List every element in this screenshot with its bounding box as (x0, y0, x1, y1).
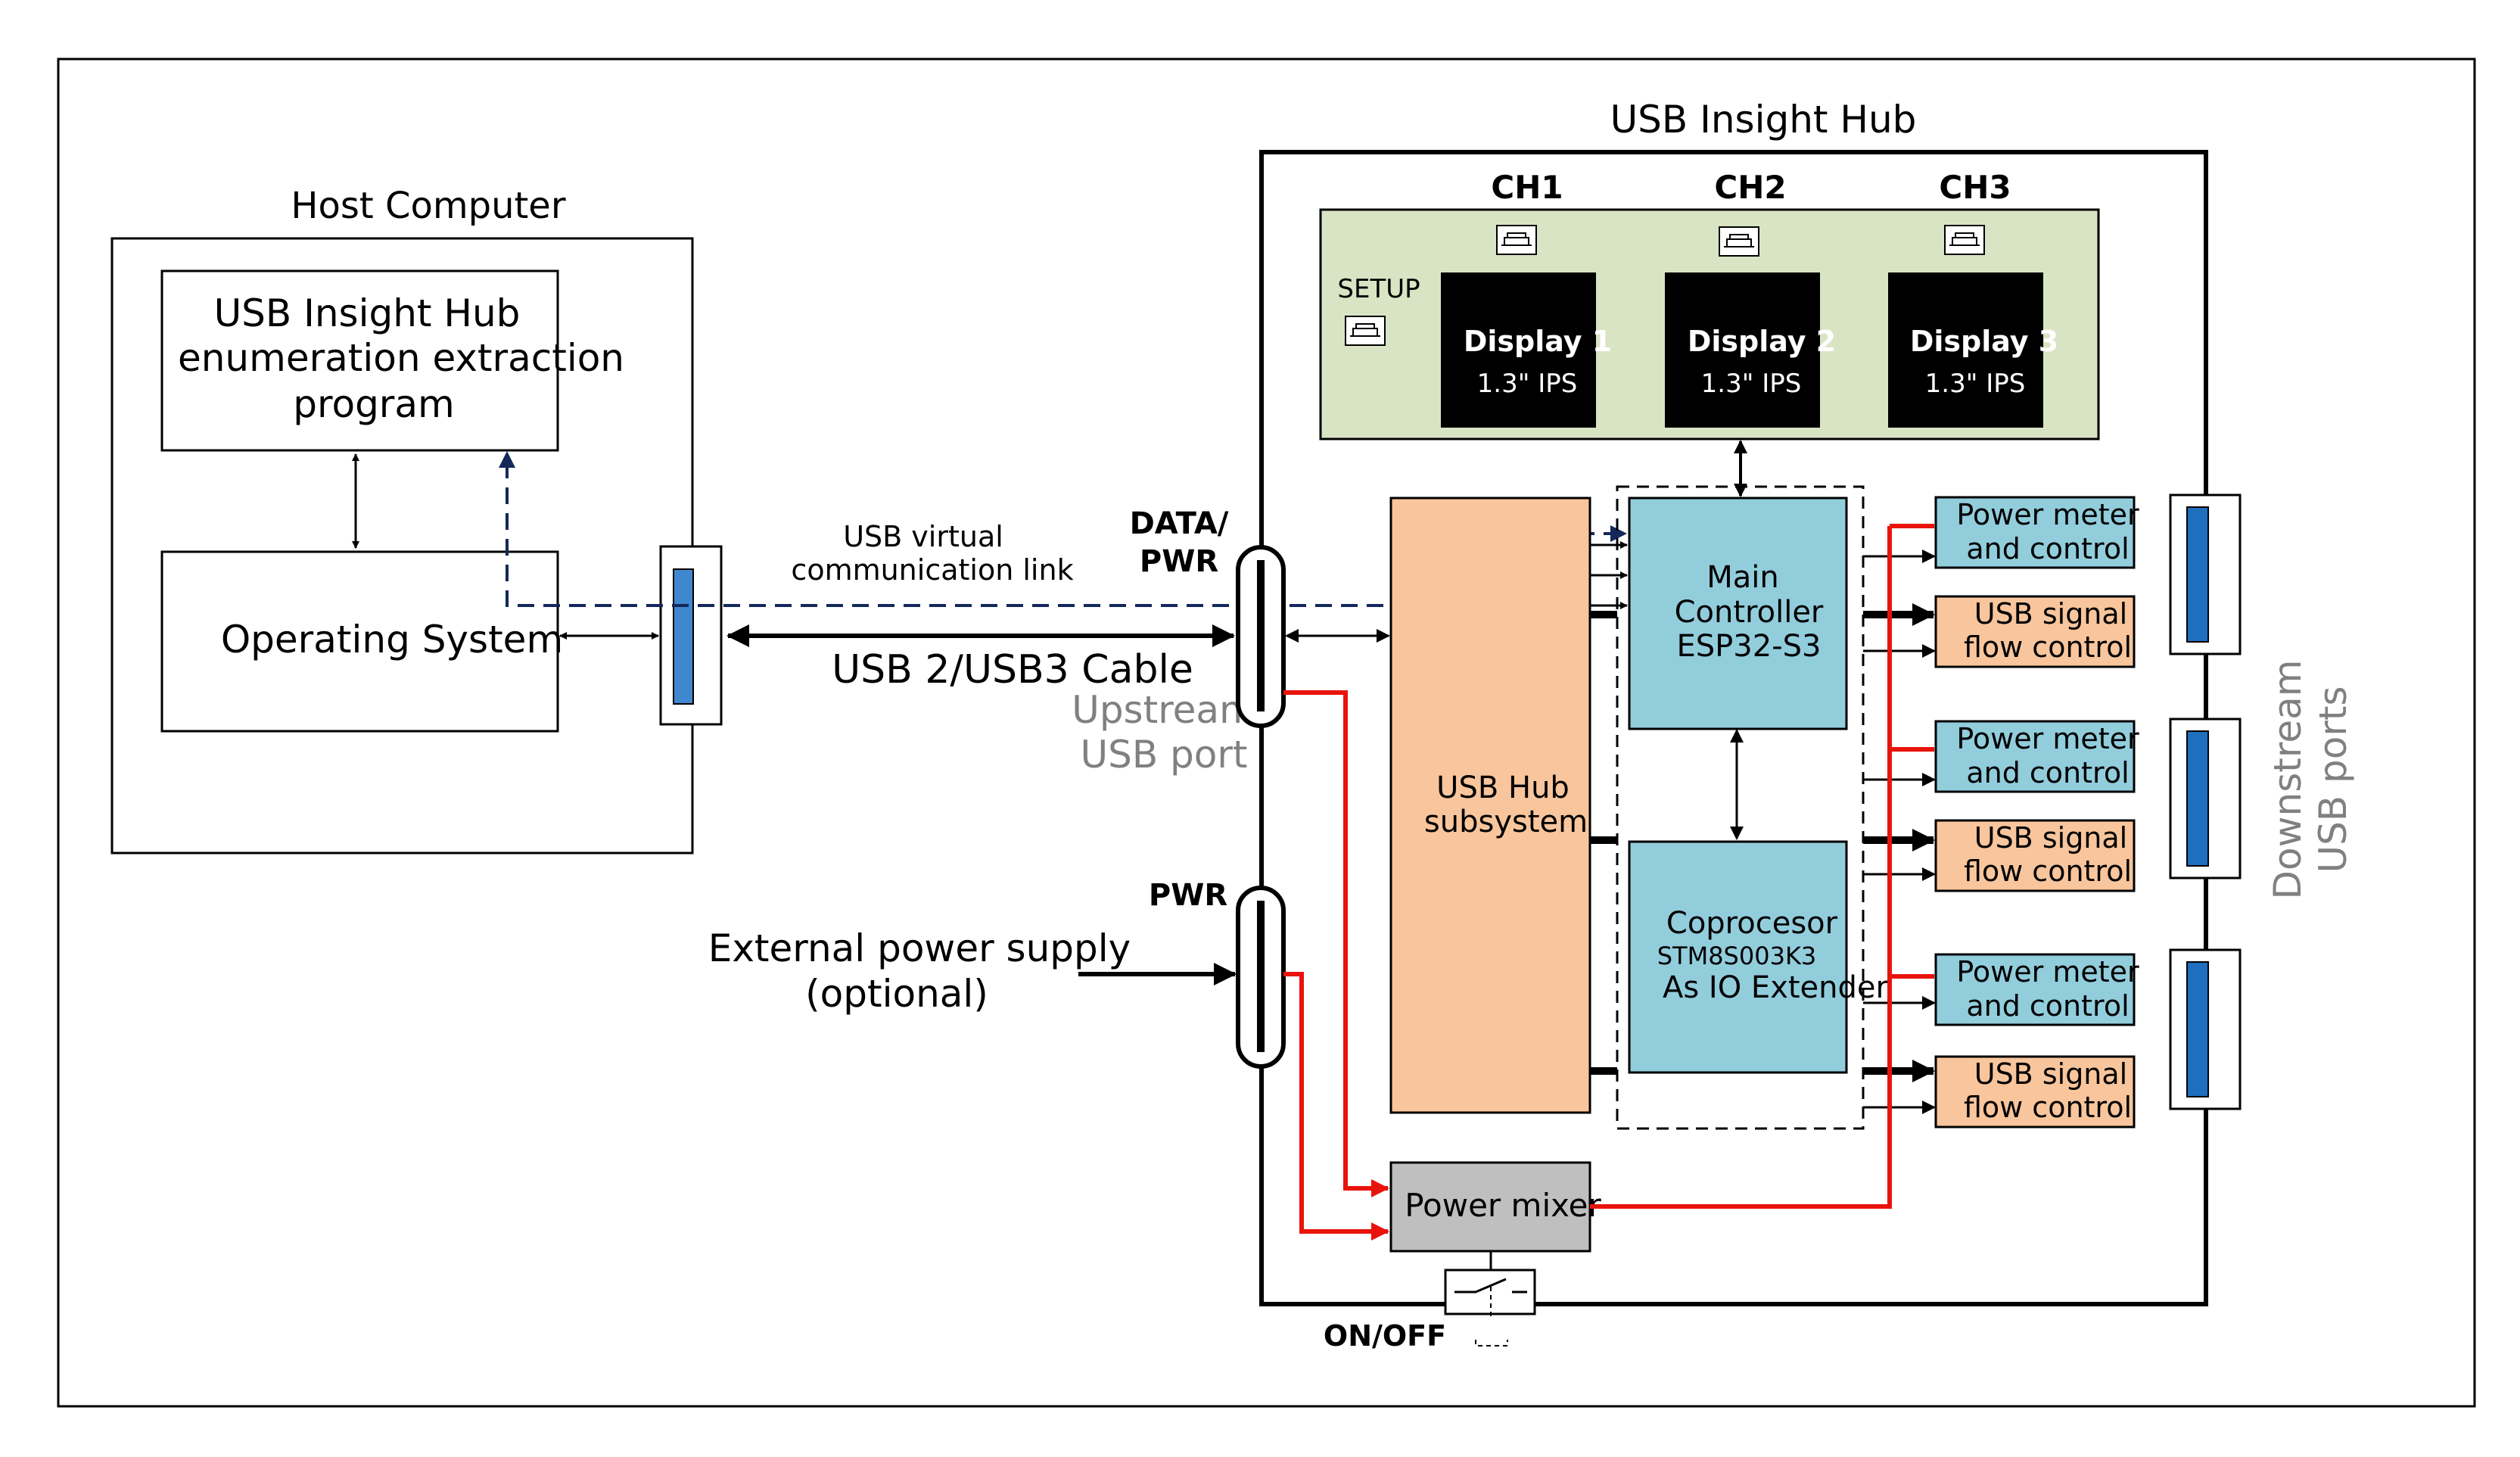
power-meter-1-line1: Power meter (1956, 498, 2139, 531)
downstream-port-3-slot (2186, 961, 2209, 1097)
hub-title: USB Insight Hub (1610, 98, 1917, 142)
data-pwr-label-line2: PWR (1140, 544, 1218, 579)
power-meter-3 (1934, 953, 2136, 1026)
display-2-spec: 1.3" IPS (1701, 369, 1802, 399)
upstream-label-line2: USB port (1080, 733, 1247, 777)
ch2-button-icon (1719, 226, 1759, 257)
ext-power-label-line1: External power supply (708, 926, 1131, 970)
display-2 (1665, 272, 1820, 428)
main-controller-line1: Main (1706, 560, 1779, 595)
power-line-mixer-out (1590, 526, 1892, 1209)
signal-flow-1-line1: USB signal (1974, 597, 2128, 630)
controller-group (1616, 485, 1865, 1130)
coprocessor-line3: As IO Extender (1663, 970, 1889, 1005)
setup-label: SETUP (1337, 274, 1420, 304)
switch-icon (1444, 1269, 1536, 1346)
coprocessor-line2: STM8S003K3 (1657, 942, 1817, 970)
program-label-line3: program (293, 382, 454, 426)
os-label: Operating System (221, 618, 563, 662)
channel-label-2: CH2 (1714, 169, 1786, 206)
onoff-label: ON/OFF (1324, 1319, 1446, 1353)
display-1-spec: 1.3" IPS (1477, 369, 1578, 399)
main-controller-line3: ESP32-S3 (1677, 629, 1822, 664)
downstream-label-line1: Downstream (2266, 660, 2310, 900)
power-meter-3-line2: and control (1966, 989, 2129, 1023)
power-meter-1-line2: and control (1966, 532, 2129, 565)
program-box (160, 269, 559, 452)
signal-flow-1-line2: flow control (1964, 630, 2132, 664)
power-meter-2-line1: Power meter (1956, 722, 2139, 755)
display-3 (1888, 272, 2043, 428)
signal-flow-2-line2: flow control (1964, 855, 2132, 888)
channel-label-1: CH1 (1491, 169, 1563, 206)
power-meter-2-line2: and control (1966, 756, 2129, 789)
host-computer: Host Computer USB Insight Hub enumeratio… (110, 185, 723, 855)
virtual-link-line2: communication link (791, 553, 1073, 587)
setup-button-icon (1345, 316, 1386, 346)
pwr-label: PWR (1149, 878, 1227, 913)
display-3-name: Display 3 (1910, 325, 2058, 358)
display-2-name: Display 2 (1688, 325, 1836, 358)
host-usb-port-slot (673, 568, 694, 705)
main-controller (1628, 497, 1848, 730)
host-title: Host Computer (291, 185, 565, 227)
main-controller-line2: Controller (1675, 595, 1824, 630)
display-1-name: Display 1 (1464, 325, 1612, 358)
virtual-link-line1: USB virtual (843, 520, 1003, 553)
upstream-label-line1: Upstream (1072, 688, 1256, 732)
hub-subsystem-line2: subsystem (1424, 805, 1588, 839)
signal-flow-3-line1: USB signal (1974, 1057, 2128, 1091)
power-line-upstream (1283, 690, 1389, 1197)
channel-label-3: CH3 (1939, 169, 2011, 206)
coprocessor-line1: Coprocesor (1666, 906, 1838, 941)
power-meter-2 (1934, 720, 2136, 793)
data-pwr-label-line1: DATA/ (1130, 506, 1229, 541)
signal-flow-2 (1934, 819, 2136, 892)
coprocessor (1628, 840, 1848, 1074)
usb-link: USB 2/USB3 Cable USB virtual communicati… (499, 451, 1627, 1016)
cable-label: USB 2/USB3 Cable (832, 647, 1193, 693)
program-label-line2: enumeration extraction (178, 336, 624, 380)
downstream-label-line2: USB ports (2311, 686, 2355, 873)
signal-flow-1 (1934, 595, 2136, 668)
usb-hub-subsystem (1389, 497, 1591, 1114)
downstream-port-2-slot (2186, 730, 2209, 867)
ext-power-label-line2: (optional) (805, 972, 988, 1016)
os-box (160, 550, 559, 733)
power-mixer-label: Power mixer (1405, 1187, 1601, 1224)
power-meter-3-line1: Power meter (1956, 955, 2139, 988)
power-line-external (1283, 972, 1389, 1241)
outer-frame (57, 58, 2476, 1408)
ch1-button-icon (1496, 225, 1537, 255)
hub-subsystem-line1: USB Hub (1436, 771, 1570, 805)
program-label-line1: USB Insight Hub (214, 291, 521, 335)
display-3-spec: 1.3" IPS (1925, 369, 2026, 399)
signal-flow-3-line2: flow control (1964, 1091, 2132, 1124)
usb-insight-hub: USB Insight Hub CH1 CH2 CH3 SETUP (1236, 98, 2355, 1353)
display-1 (1441, 272, 1596, 428)
signal-flow-3 (1934, 1055, 2136, 1129)
power-meter-1 (1934, 496, 2136, 569)
virtual-link-up-arrow (499, 451, 515, 468)
signal-flow-2-line1: USB signal (1974, 821, 2128, 855)
downstream-port-1-slot (2186, 506, 2209, 643)
ch3-button-icon (1944, 225, 1985, 255)
